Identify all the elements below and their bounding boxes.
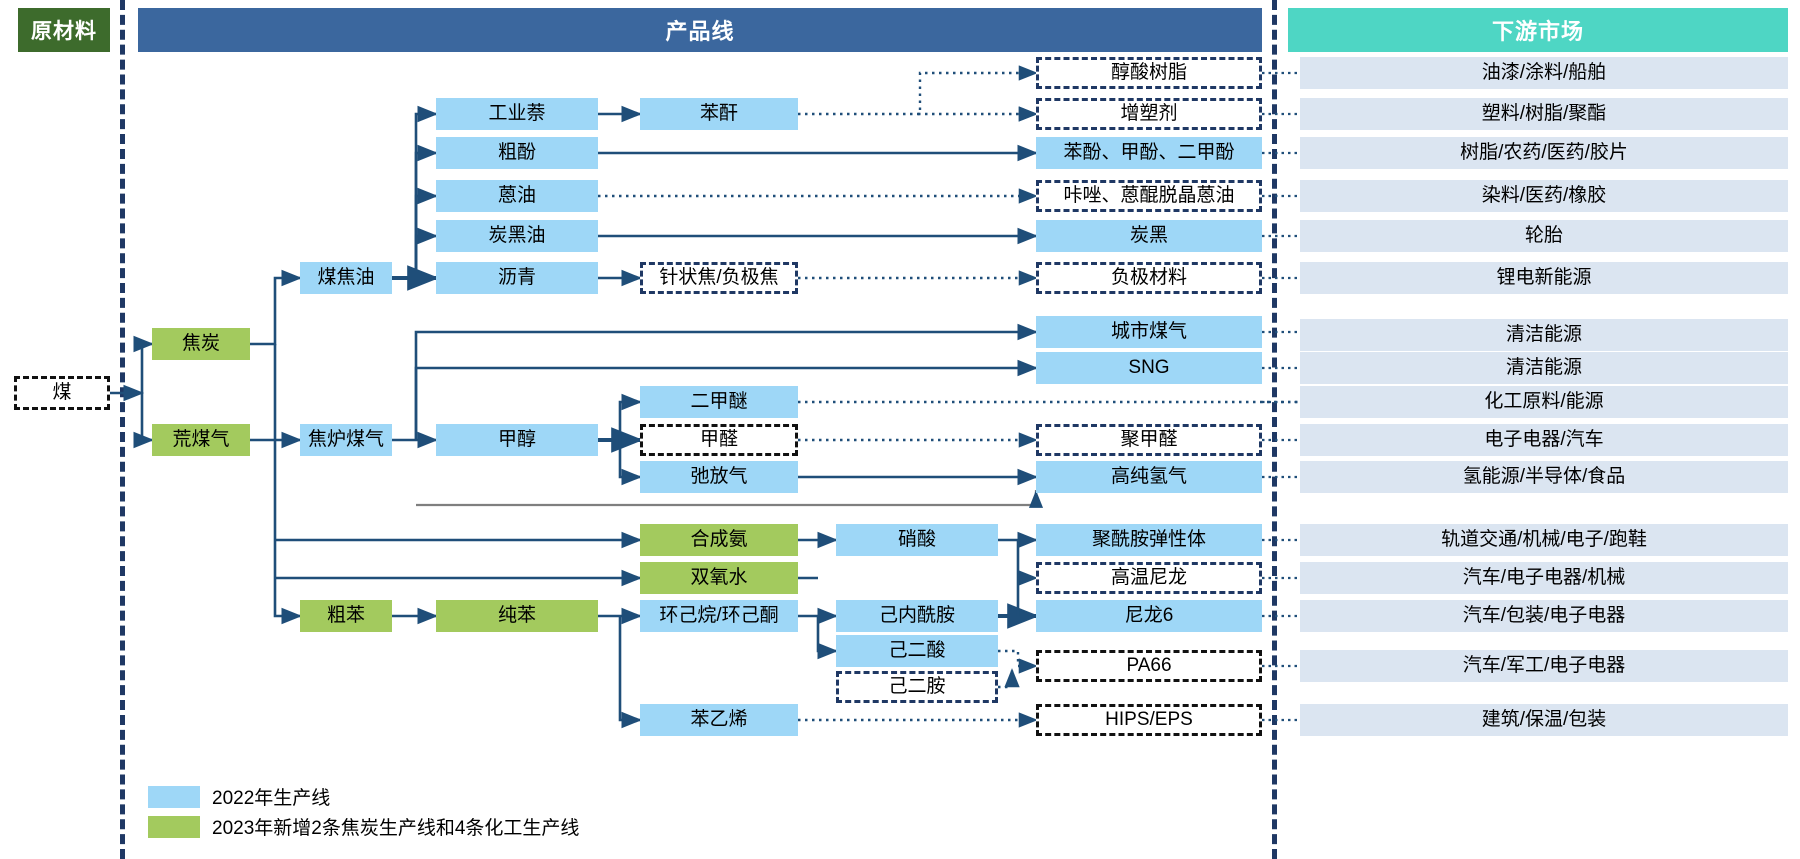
market-cell-14: 汽车/军工/电子电器 — [1300, 650, 1788, 682]
node-purge-gas[interactable]: 弛放气 — [640, 461, 798, 493]
node-carbon-black-oil[interactable]: 炭黑油 — [436, 220, 598, 252]
legend-swatch-2022 — [148, 785, 200, 808]
node-polyamide-elastomer[interactable]: 聚酰胺弹性体 — [1036, 524, 1262, 556]
node-styrene[interactable]: 苯乙烯 — [640, 704, 798, 736]
market-cell-10: 氢能源/半导体/食品 — [1300, 461, 1788, 493]
node-nylon6[interactable]: 尼龙6 — [1036, 600, 1262, 632]
node-synthetic-ammonia[interactable]: 合成氨 — [640, 524, 798, 556]
node-pa66[interactable]: PA66 — [1036, 650, 1262, 682]
node-carbazole-anthraquinone[interactable]: 咔唑、蒽醌脱晶蒽油 — [1036, 180, 1262, 212]
market-cell-0: 油漆/涂料/船舶 — [1300, 57, 1788, 89]
market-cell-9: 电子电器/汽车 — [1300, 424, 1788, 456]
node-anode-material[interactable]: 负极材料 — [1036, 262, 1262, 294]
market-cell-3: 染料/医药/橡胶 — [1300, 180, 1788, 212]
node-coke-oven-gas[interactable]: 焦炉煤气 — [300, 424, 392, 456]
node-industrial-naphthalene[interactable]: 工业萘 — [436, 98, 598, 130]
header-raw-material: 原材料 — [18, 8, 110, 52]
node-polyoxymethylene[interactable]: 聚甲醛 — [1036, 424, 1262, 456]
market-cell-11: 轨道交通/机械/电子/跑鞋 — [1300, 524, 1788, 556]
legend-label-2023: 2023年新增2条焦炭生产线和4条化工生产线 — [212, 818, 580, 839]
node-city-gas[interactable]: 城市煤气 — [1036, 316, 1262, 348]
node-hydrogen-peroxide[interactable]: 双氧水 — [640, 562, 798, 594]
node-hexamethylenediamine[interactable]: 己二胺 — [836, 671, 998, 703]
market-cell-6: 清洁能源 — [1300, 319, 1788, 351]
node-coke[interactable]: 焦炭 — [152, 328, 250, 360]
node-alkyd-resin[interactable]: 醇酸树脂 — [1036, 57, 1262, 89]
market-cell-5: 锂电新能源 — [1300, 262, 1788, 294]
node-caprolactam[interactable]: 己内酰胺 — [836, 600, 998, 632]
node-plasticizer[interactable]: 增塑剂 — [1036, 98, 1262, 130]
node-pure-benzene[interactable]: 纯苯 — [436, 600, 598, 632]
legend-label-2022: 2022年生产线 — [212, 788, 331, 809]
header-product-line: 产品线 — [138, 8, 1262, 52]
node-nitric-acid[interactable]: 硝酸 — [836, 524, 998, 556]
market-cell-8: 化工原料/能源 — [1300, 386, 1788, 418]
market-cell-13: 汽车/包装/电子电器 — [1300, 600, 1788, 632]
node-dme[interactable]: 二甲醚 — [640, 386, 798, 418]
header-downstream-market: 下游市场 — [1288, 8, 1788, 52]
node-high-purity-hydrogen[interactable]: 高纯氢气 — [1036, 461, 1262, 493]
node-crude-benzene[interactable]: 粗苯 — [300, 600, 392, 632]
node-phthalic-anhydride[interactable]: 苯酐 — [640, 98, 798, 130]
node-needle-coke[interactable]: 针状焦/负极焦 — [640, 262, 798, 294]
node-raw-gas[interactable]: 荒煤气 — [152, 424, 250, 456]
market-cell-2: 树脂/农药/医药/胶片 — [1300, 137, 1788, 169]
node-pitch[interactable]: 沥青 — [436, 262, 598, 294]
market-cell-12: 汽车/电子电器/机械 — [1300, 562, 1788, 594]
node-adipic-acid[interactable]: 己二酸 — [836, 635, 998, 667]
node-carbon-black[interactable]: 炭黑 — [1036, 220, 1262, 252]
market-cell-4: 轮胎 — [1300, 220, 1788, 252]
separator-right — [1272, 0, 1277, 859]
node-methanol[interactable]: 甲醇 — [436, 424, 598, 456]
node-anthracene-oil[interactable]: 蒽油 — [436, 180, 598, 212]
node-sng[interactable]: SNG — [1036, 352, 1262, 384]
node-cyclohexane-cyclohexanone[interactable]: 环己烷/环己酮 — [640, 600, 798, 632]
node-crude-phenol[interactable]: 粗酚 — [436, 137, 598, 169]
node-phenols[interactable]: 苯酚、甲酚、二甲酚 — [1036, 137, 1262, 169]
node-coal[interactable]: 煤 — [14, 376, 110, 410]
legend-swatch-2023 — [148, 815, 200, 838]
node-formaldehyde[interactable]: 甲醛 — [640, 424, 798, 456]
node-high-temp-nylon[interactable]: 高温尼龙 — [1036, 562, 1262, 594]
market-cell-7: 清洁能源 — [1300, 352, 1788, 384]
legend-item-2022: 2022年生产线 — [148, 783, 330, 810]
legend-item-2023: 2023年新增2条焦炭生产线和4条化工生产线 — [148, 813, 579, 840]
market-cell-15: 建筑/保温/包装 — [1300, 704, 1788, 736]
node-hips-eps[interactable]: HIPS/EPS — [1036, 704, 1262, 736]
separator-left — [120, 0, 125, 859]
market-cell-1: 塑料/树脂/聚酯 — [1300, 98, 1788, 130]
node-coal-tar[interactable]: 煤焦油 — [300, 262, 392, 294]
